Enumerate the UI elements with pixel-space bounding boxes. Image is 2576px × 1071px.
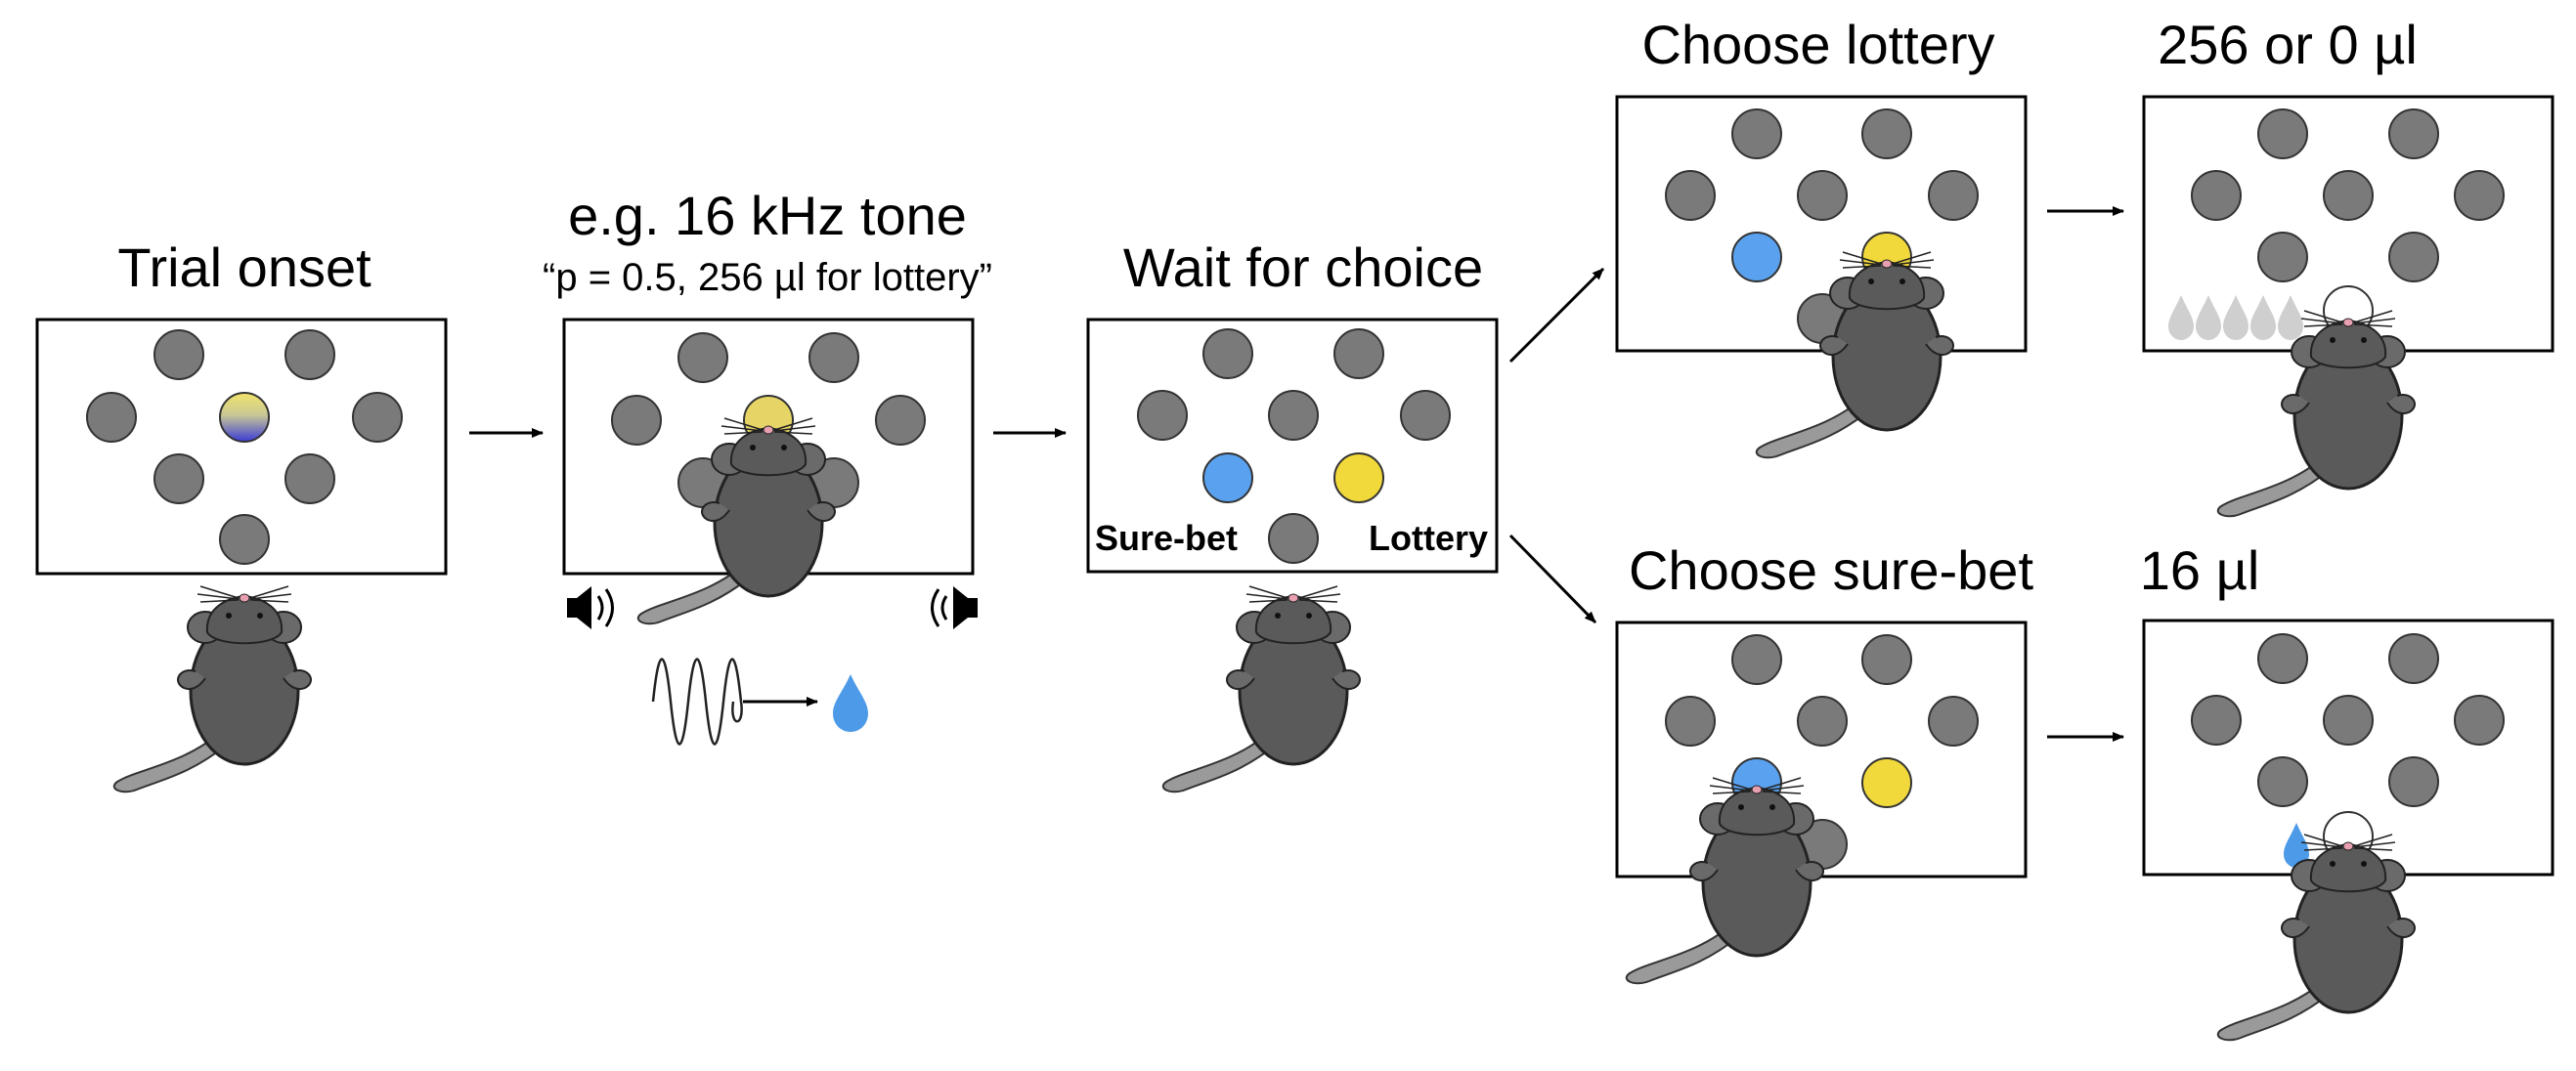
tone-subtitle: “p = 0.5, 256 µl for lottery” <box>543 256 992 299</box>
port-icon <box>1202 328 1253 379</box>
port-icon <box>1137 390 1188 441</box>
water-drop-icon <box>833 674 868 732</box>
port-icon <box>2323 695 2374 746</box>
sine-wave-icon <box>651 658 743 746</box>
port-icon <box>1797 696 1848 747</box>
panel-lottery-outcome <box>2142 95 2554 518</box>
sure-bet-label: Sure-bet <box>1095 518 1238 558</box>
arrow-icon <box>1508 267 1605 364</box>
speaker-icon <box>931 586 978 629</box>
port-icon <box>219 514 270 565</box>
port-icon <box>2454 170 2505 221</box>
port-icon <box>611 395 662 446</box>
port-icon <box>2388 232 2439 282</box>
water-drop-icon <box>2278 295 2303 340</box>
port-icon <box>352 392 403 443</box>
port-icon <box>2388 633 2439 684</box>
center-port-icon <box>219 392 270 443</box>
lottery-port-icon <box>1861 757 1912 808</box>
port-icon <box>153 453 204 504</box>
port-icon <box>875 395 926 446</box>
port-icon <box>2388 108 2439 159</box>
port-icon <box>2257 108 2308 159</box>
port-icon <box>1861 634 1912 685</box>
speaker-icon <box>567 586 614 629</box>
port-icon <box>1797 170 1848 221</box>
lottery-label: Lottery <box>1369 518 1488 558</box>
panel-choose-surebet <box>1615 621 2028 985</box>
port-icon <box>677 332 728 383</box>
port-icon <box>1731 634 1782 685</box>
port-icon <box>2191 170 2242 221</box>
arrow-icon <box>1508 534 1597 624</box>
water-drop-icon <box>2250 295 2276 340</box>
mouse-icon <box>112 584 313 793</box>
port-icon <box>1731 108 1782 159</box>
port-icon <box>1665 170 1716 221</box>
port-icon <box>2257 232 2308 282</box>
choose-surebet-title: Choose sure-bet <box>1629 539 2033 601</box>
water-drop-icon <box>2168 295 2194 340</box>
panel-choose-lottery <box>1615 95 2028 459</box>
panel-tone <box>562 318 978 746</box>
port-icon <box>1400 390 1451 441</box>
port-icon <box>1268 390 1319 441</box>
lottery-port-icon <box>1333 452 1384 503</box>
panel-trial-onset <box>35 318 448 793</box>
port-icon <box>86 392 137 443</box>
port-icon <box>1268 513 1319 564</box>
port-icon <box>2257 756 2308 807</box>
port-icon <box>808 332 859 383</box>
water-drop-icon <box>2284 823 2309 868</box>
wait-title: Wait for choice <box>1123 236 1483 298</box>
port-icon <box>1928 696 1979 747</box>
port-icon <box>1665 696 1716 747</box>
port-icon <box>2191 695 2242 746</box>
port-icon <box>2257 633 2308 684</box>
sure-bet-port-icon <box>1202 452 1253 503</box>
water-drop-icon <box>2196 295 2221 340</box>
choose-lottery-title: Choose lottery <box>1641 14 1994 75</box>
water-drop-icon <box>2223 295 2249 340</box>
panel-surebet-outcome <box>2142 619 2554 1042</box>
mouse-icon <box>1161 584 1362 793</box>
port-icon <box>2388 756 2439 807</box>
port-icon <box>153 329 204 380</box>
tone-title: e.g. 16 kHz tone <box>568 185 967 246</box>
port-icon <box>1928 170 1979 221</box>
sure-bet-port-icon <box>1731 232 1782 282</box>
trial-onset-title: Trial onset <box>117 236 371 298</box>
port-icon <box>2323 170 2374 221</box>
port-icon <box>284 453 335 504</box>
port-icon <box>284 329 335 380</box>
surebet-outcome-title: 16 µl <box>2140 539 2260 601</box>
port-icon <box>2454 695 2505 746</box>
lottery-outcome-title: 256 or 0 µl <box>2158 14 2418 75</box>
port-icon <box>1861 108 1912 159</box>
panel-wait: Sure-bet Lottery <box>1086 318 1499 793</box>
port-icon <box>1333 328 1384 379</box>
